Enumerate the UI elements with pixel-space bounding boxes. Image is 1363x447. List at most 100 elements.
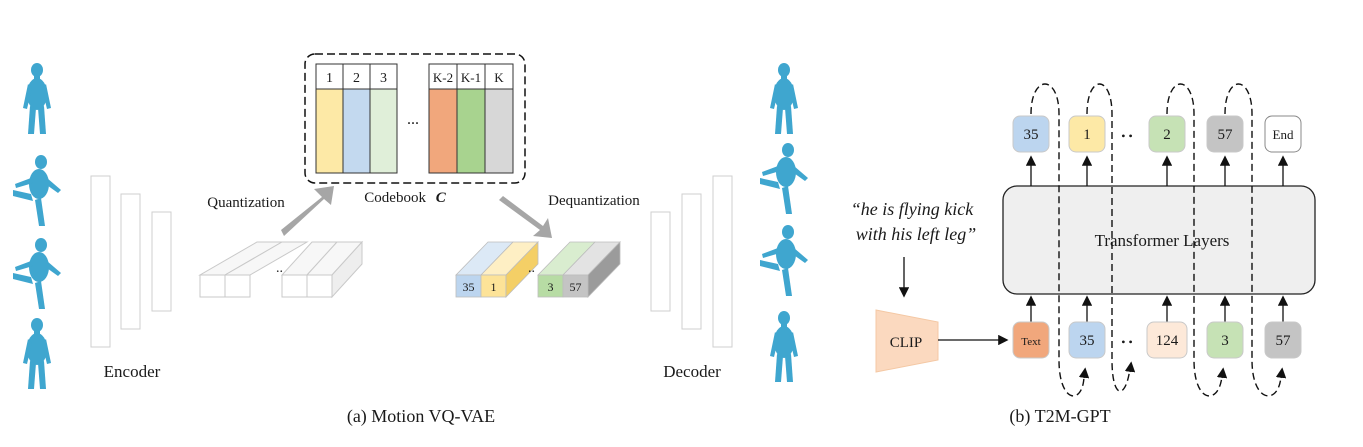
human-figure-icon: [760, 225, 808, 296]
prompt-line-2: with his left leg”: [856, 224, 977, 244]
input-motion-figures: [13, 63, 61, 389]
codebook-index: K: [494, 70, 504, 85]
quantized-ellipsis: ..: [528, 261, 535, 276]
human-figure-icon: [23, 63, 51, 134]
clip-encoder: [875, 309, 939, 373]
quantized-token: 57: [570, 280, 582, 294]
codebook-index: K-2: [433, 70, 453, 85]
human-figure-icon: [770, 311, 798, 382]
codebook-indices: 1 2 3 K-2 K-1 K: [326, 70, 504, 86]
output-token: [1012, 115, 1050, 153]
codebook-symbol: C: [436, 190, 447, 206]
dequantization-label: Dequantization: [548, 193, 640, 209]
codebook-index: 1: [326, 71, 333, 86]
output-token-label: 57: [1218, 127, 1234, 143]
decoder-layer: [712, 175, 733, 348]
output-token-labels: 35 1 2 57 End: [1024, 127, 1294, 143]
codebook-ellipsis: ...: [407, 111, 419, 128]
quantized-token: 1: [491, 280, 497, 294]
codebook-label-text: Codebook: [364, 190, 426, 206]
input-arrows: [1025, 295, 1289, 322]
quantized-blocks: [455, 241, 621, 298]
dequantization-arrow: [499, 196, 552, 238]
codebook-index: K-1: [461, 70, 481, 85]
caption-a: (a) Motion VQ-VAE: [347, 406, 495, 427]
encoder-layer: [151, 211, 172, 312]
decoder-layer: [681, 193, 702, 330]
input-ellipsis: • •: [1121, 335, 1132, 349]
latent-block: [305, 240, 364, 299]
autoregressive-loop: [1086, 83, 1131, 392]
human-figure-icon: [13, 155, 61, 226]
output-tokens: [1012, 115, 1302, 153]
codebook-entry: [369, 63, 398, 174]
latent-ellipsis: ..: [276, 261, 283, 276]
output-token-label: 1: [1083, 127, 1091, 143]
decoder-label: Decoder: [663, 362, 721, 381]
input-token-labels: Text 35 124 3 57: [1021, 333, 1291, 349]
output-token: [1148, 115, 1186, 153]
quantization-arrow: [281, 186, 334, 236]
clip-label: CLIP: [890, 335, 923, 351]
output-token: [1206, 115, 1244, 153]
input-token-label: 35: [1080, 333, 1095, 349]
quantized-block: [455, 241, 514, 298]
codebook-index: 3: [380, 71, 387, 86]
codebook-entry: [456, 63, 486, 174]
prompt-line-1: “he is flying kick: [851, 199, 974, 219]
output-motion-figures: [760, 63, 808, 382]
input-token-label: 57: [1276, 333, 1292, 349]
codebook-label: Codebook C: [364, 190, 446, 206]
decoder-layer: [650, 211, 671, 312]
input-token: [1068, 321, 1106, 359]
input-token-label: 124: [1156, 333, 1179, 349]
encoder-block: [90, 175, 172, 348]
transformer-block: [1002, 185, 1316, 295]
quantization-label: Quantization: [207, 195, 285, 211]
latent-block: [198, 241, 284, 298]
autoregressive-loops: [1030, 83, 1282, 397]
encoder-layer: [90, 175, 111, 348]
codebook-index: 2: [353, 71, 360, 86]
quantized-block: [562, 241, 621, 298]
input-token: [1206, 321, 1244, 359]
input-token-label: 3: [1221, 333, 1229, 349]
output-token: [1068, 115, 1106, 153]
output-ellipsis: • •: [1121, 129, 1132, 143]
codebook-entry: [428, 63, 458, 174]
output-token-label: 35: [1024, 127, 1039, 143]
encoder-label: Encoder: [104, 362, 161, 381]
decoder-block: [650, 175, 733, 348]
caption-b: (b) T2M-GPT: [1009, 406, 1110, 427]
input-token: [1012, 321, 1050, 359]
input-token: [1264, 321, 1302, 359]
codebook-border: [304, 53, 526, 184]
output-token-label: 2: [1163, 127, 1171, 143]
codebook-entry: [342, 63, 371, 174]
quantized-token-labels: 35 1 3 57: [463, 280, 582, 294]
human-figure-icon: [770, 63, 798, 134]
quantized-token: 3: [548, 280, 554, 294]
loop-arrowheads: [1078, 361, 1287, 379]
human-figure-icon: [23, 318, 51, 389]
latent-block: [223, 241, 309, 298]
codebook-columns: [315, 63, 514, 174]
input-token: [1146, 321, 1188, 359]
human-figure-icon: [13, 238, 61, 309]
quantized-token: 35: [463, 280, 475, 294]
transformer-label: Transformer Layers: [1095, 231, 1230, 250]
input-token-label: Text: [1021, 336, 1040, 348]
autoregressive-loop: [1224, 83, 1282, 397]
latent-blocks: [198, 240, 364, 299]
output-token-label: End: [1273, 127, 1294, 142]
encoder-layer: [120, 193, 141, 330]
output-arrows: [1025, 155, 1289, 186]
quantized-block: [480, 241, 539, 298]
input-tokens: [1012, 321, 1302, 359]
autoregressive-loop: [1030, 83, 1085, 397]
codebook-entry: [484, 63, 514, 174]
human-figure-icon: [760, 143, 808, 214]
output-token: [1264, 115, 1302, 153]
